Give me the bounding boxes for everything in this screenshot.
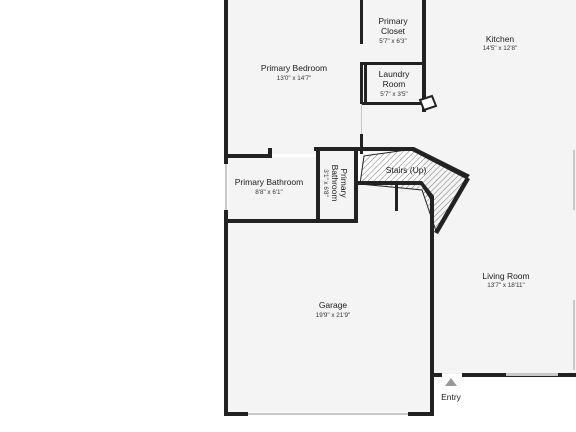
wall-garage-right bbox=[430, 196, 434, 416]
small-bath-dims: 3'1" x 6'8" bbox=[322, 169, 329, 197]
wall-living-bottom-a bbox=[434, 373, 442, 377]
floor-bath-small bbox=[320, 150, 358, 219]
room-labels: Primary Closet 5'7" x 6'3" Kitchen 14'5"… bbox=[235, 16, 530, 402]
wall-garage-bottom-left bbox=[224, 412, 248, 416]
wall-mid-stub bbox=[395, 183, 398, 211]
laundry-dims: 5'7" x 3'5" bbox=[380, 91, 408, 98]
garage-door bbox=[248, 413, 408, 415]
wall-garage-bottom-right bbox=[408, 412, 434, 416]
closet-dims: 5'7" x 6'3" bbox=[379, 38, 407, 45]
wall-bath-left-top bbox=[224, 156, 228, 164]
small-bath-name-line2: Bathroom bbox=[330, 165, 340, 202]
wall-bath-bottom bbox=[224, 219, 358, 223]
floor-bedroom bbox=[228, 0, 362, 154]
bedroom-dims: 13'0" x 14'7" bbox=[277, 75, 312, 82]
wall-stair-top bbox=[360, 147, 470, 179]
wall-laundry-left bbox=[364, 62, 367, 104]
wall-smallbath-top bbox=[314, 147, 364, 151]
window-right-lower bbox=[573, 300, 575, 370]
triangle-up-icon bbox=[445, 378, 457, 386]
wall-mid-angle bbox=[418, 181, 434, 199]
wall-bedroom-door-jamb bbox=[268, 148, 272, 158]
bedroom-name: Primary Bedroom bbox=[261, 63, 327, 73]
laundry-name-line1: Laundry bbox=[379, 69, 410, 79]
floor-garage bbox=[228, 222, 432, 412]
living-dims: 13'7" x 18'11" bbox=[487, 282, 525, 289]
window-living bbox=[506, 373, 558, 376]
wall-laundry-bottom bbox=[362, 102, 424, 105]
kitchen-dims: 14'5" x 12'8" bbox=[483, 45, 518, 52]
small-bath-label: Primary Bathroom 3'1" x 6'8" bbox=[322, 165, 349, 202]
living-name: Living Room bbox=[482, 271, 529, 281]
wall-bedroom-right-low bbox=[360, 134, 363, 154]
floor-closet bbox=[362, 0, 424, 64]
bath-name: Primary Bathroom bbox=[235, 177, 304, 187]
garage-name: Garage bbox=[319, 300, 348, 310]
stairs-name: Stairs (Up) bbox=[386, 165, 427, 175]
wall-bedroom-bottom-a bbox=[224, 154, 272, 158]
laundry-name-line2: Room bbox=[383, 79, 406, 89]
wall-bedroom-right-mid bbox=[360, 62, 363, 104]
wall-closet-right bbox=[422, 0, 426, 112]
wall-bedroom-right-top bbox=[360, 0, 363, 44]
garage-dims: 19'9" x 21'9" bbox=[316, 312, 351, 319]
floor-areas bbox=[228, 0, 576, 412]
wall-smallbath-left bbox=[316, 147, 320, 223]
appliance-vent bbox=[418, 94, 438, 112]
kitchen-name: Kitchen bbox=[486, 34, 515, 44]
floor-laundry bbox=[366, 64, 424, 102]
entry-label: Entry bbox=[441, 392, 462, 402]
window-right-upper bbox=[573, 150, 575, 210]
window-bath bbox=[225, 164, 227, 210]
wall-closet-bottom bbox=[362, 62, 424, 65]
small-bath-name-line1: Primary bbox=[339, 168, 349, 198]
closet-name-line1: Primary bbox=[378, 16, 408, 26]
window-bedroom-right bbox=[361, 104, 362, 134]
floor-bath bbox=[228, 157, 320, 219]
floor-hall bbox=[362, 102, 424, 152]
wall-stair-right bbox=[434, 177, 470, 234]
wall-garage-left bbox=[224, 219, 228, 416]
wall-smallbath-right bbox=[354, 150, 358, 223]
bath-dims: 8'8" x 6'1" bbox=[255, 189, 283, 196]
wall-bath-left-bottom bbox=[224, 210, 228, 224]
walls bbox=[224, 0, 576, 416]
wall-bedroom-left bbox=[224, 0, 228, 160]
wall-mid-horizontal bbox=[356, 181, 422, 185]
closet-name-line2: Closet bbox=[381, 26, 406, 36]
